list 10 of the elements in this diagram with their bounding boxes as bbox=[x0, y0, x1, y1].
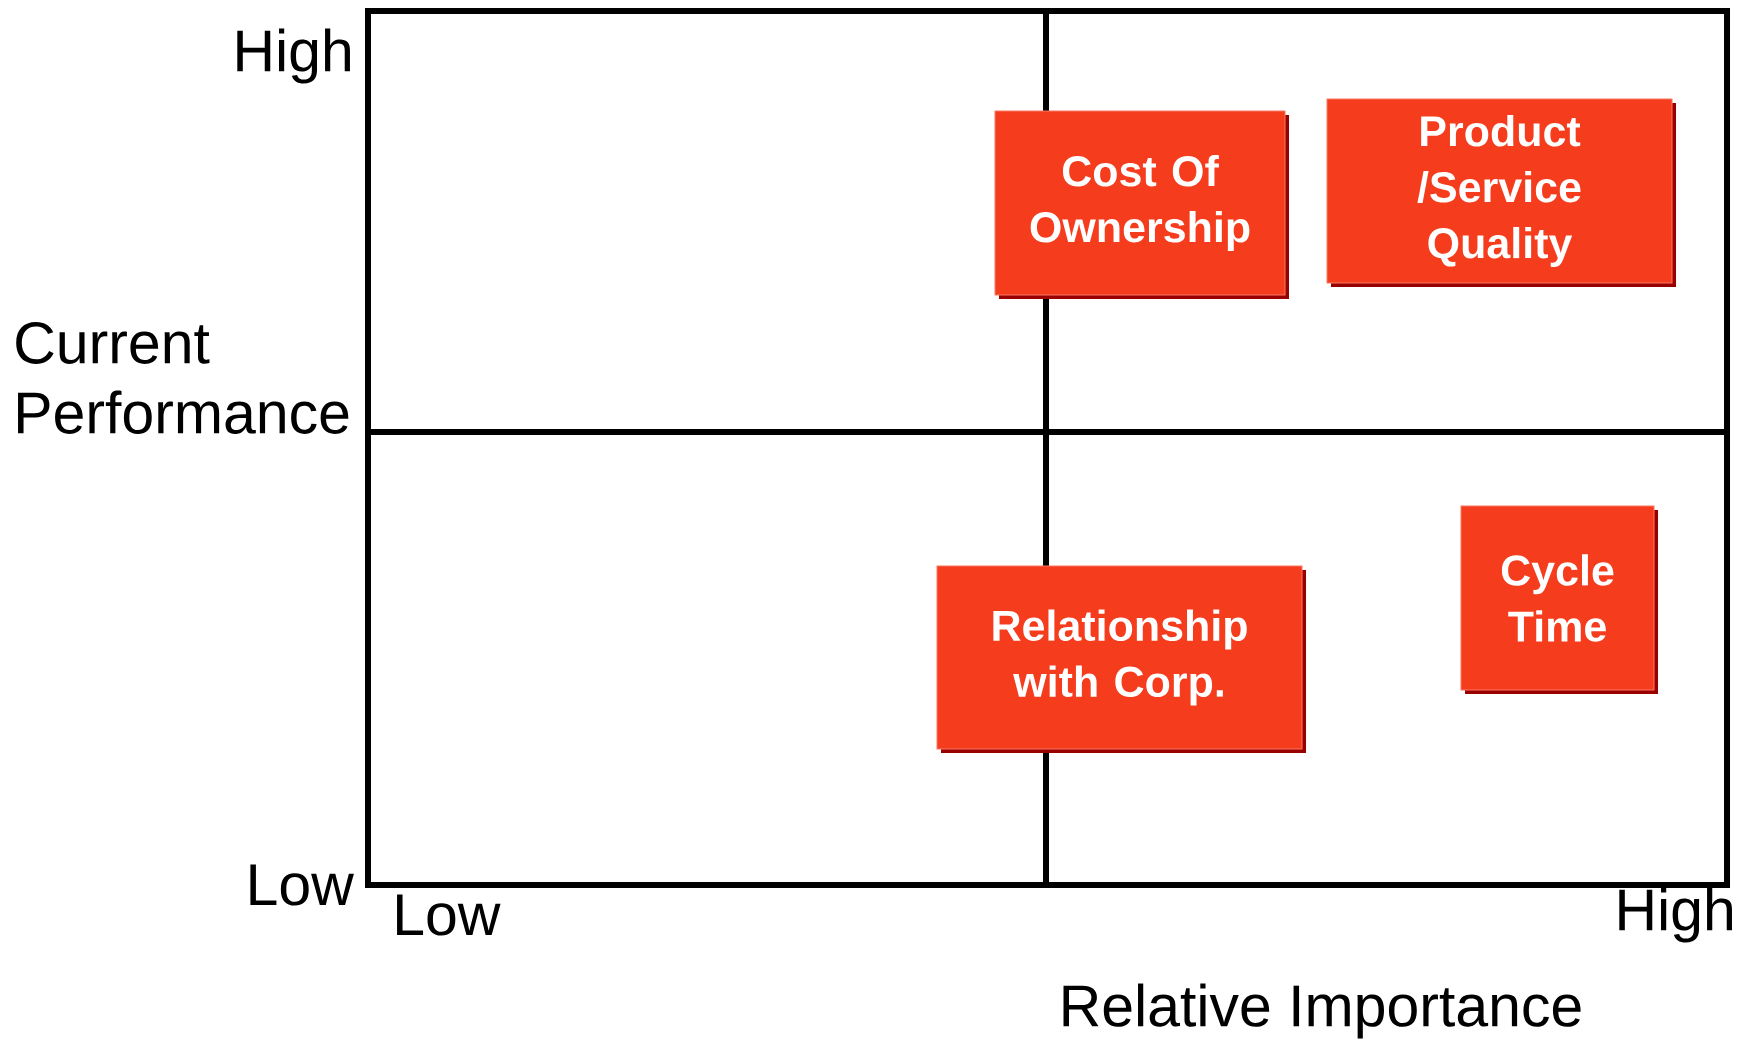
axis-label: Low bbox=[397, 894, 501, 936]
factor-box: Cost Of Ownership bbox=[994, 110, 1289, 299]
factor-box: Relationship with Corp. bbox=[936, 565, 1306, 753]
axis-label: High bbox=[237, 28, 350, 84]
axis-label: High bbox=[1619, 887, 1732, 943]
axis-label: Current Performance bbox=[16, 322, 349, 434]
factor-box: Cycle Time bbox=[1460, 505, 1658, 694]
factor-box: Product /Service Quality bbox=[1326, 98, 1676, 287]
axis-label: Relative Importance bbox=[1063, 983, 1581, 1039]
axis-label: Low bbox=[250, 864, 354, 906]
